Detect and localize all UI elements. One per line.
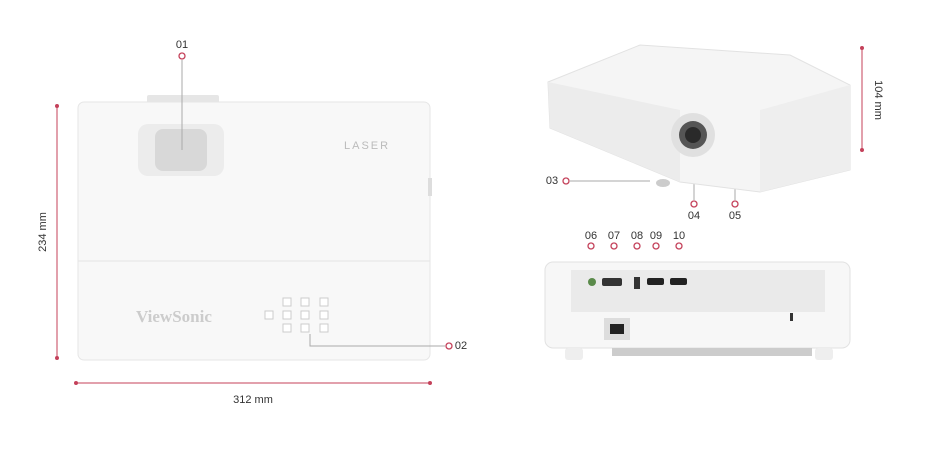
callout-02: 02 [454,340,468,352]
callout-10: 10 [672,230,686,242]
width-dimension-label: 312 mm [233,394,273,406]
callout-06: 06 [584,230,598,242]
brand-logo: ViewSonic [136,307,212,326]
rear-view-projector [544,261,851,360]
callout-01: 01 [175,39,189,51]
dimension-lines [55,46,864,385]
callout-08: 08 [630,230,644,242]
top-view-projector [77,95,432,361]
callout-markers [178,52,739,350]
height-dimension-label: 104 mm [872,80,884,120]
callout-07: 07 [607,230,621,242]
laser-badge: LASER [344,140,391,152]
lens [155,129,207,171]
callout-05: 05 [728,210,742,222]
callout-04: 04 [687,210,701,222]
callout-09: 09 [649,230,663,242]
depth-dimension-label: 234 mm [37,212,49,252]
perspective-view-projector [547,44,851,193]
callout-03: 03 [545,175,559,187]
